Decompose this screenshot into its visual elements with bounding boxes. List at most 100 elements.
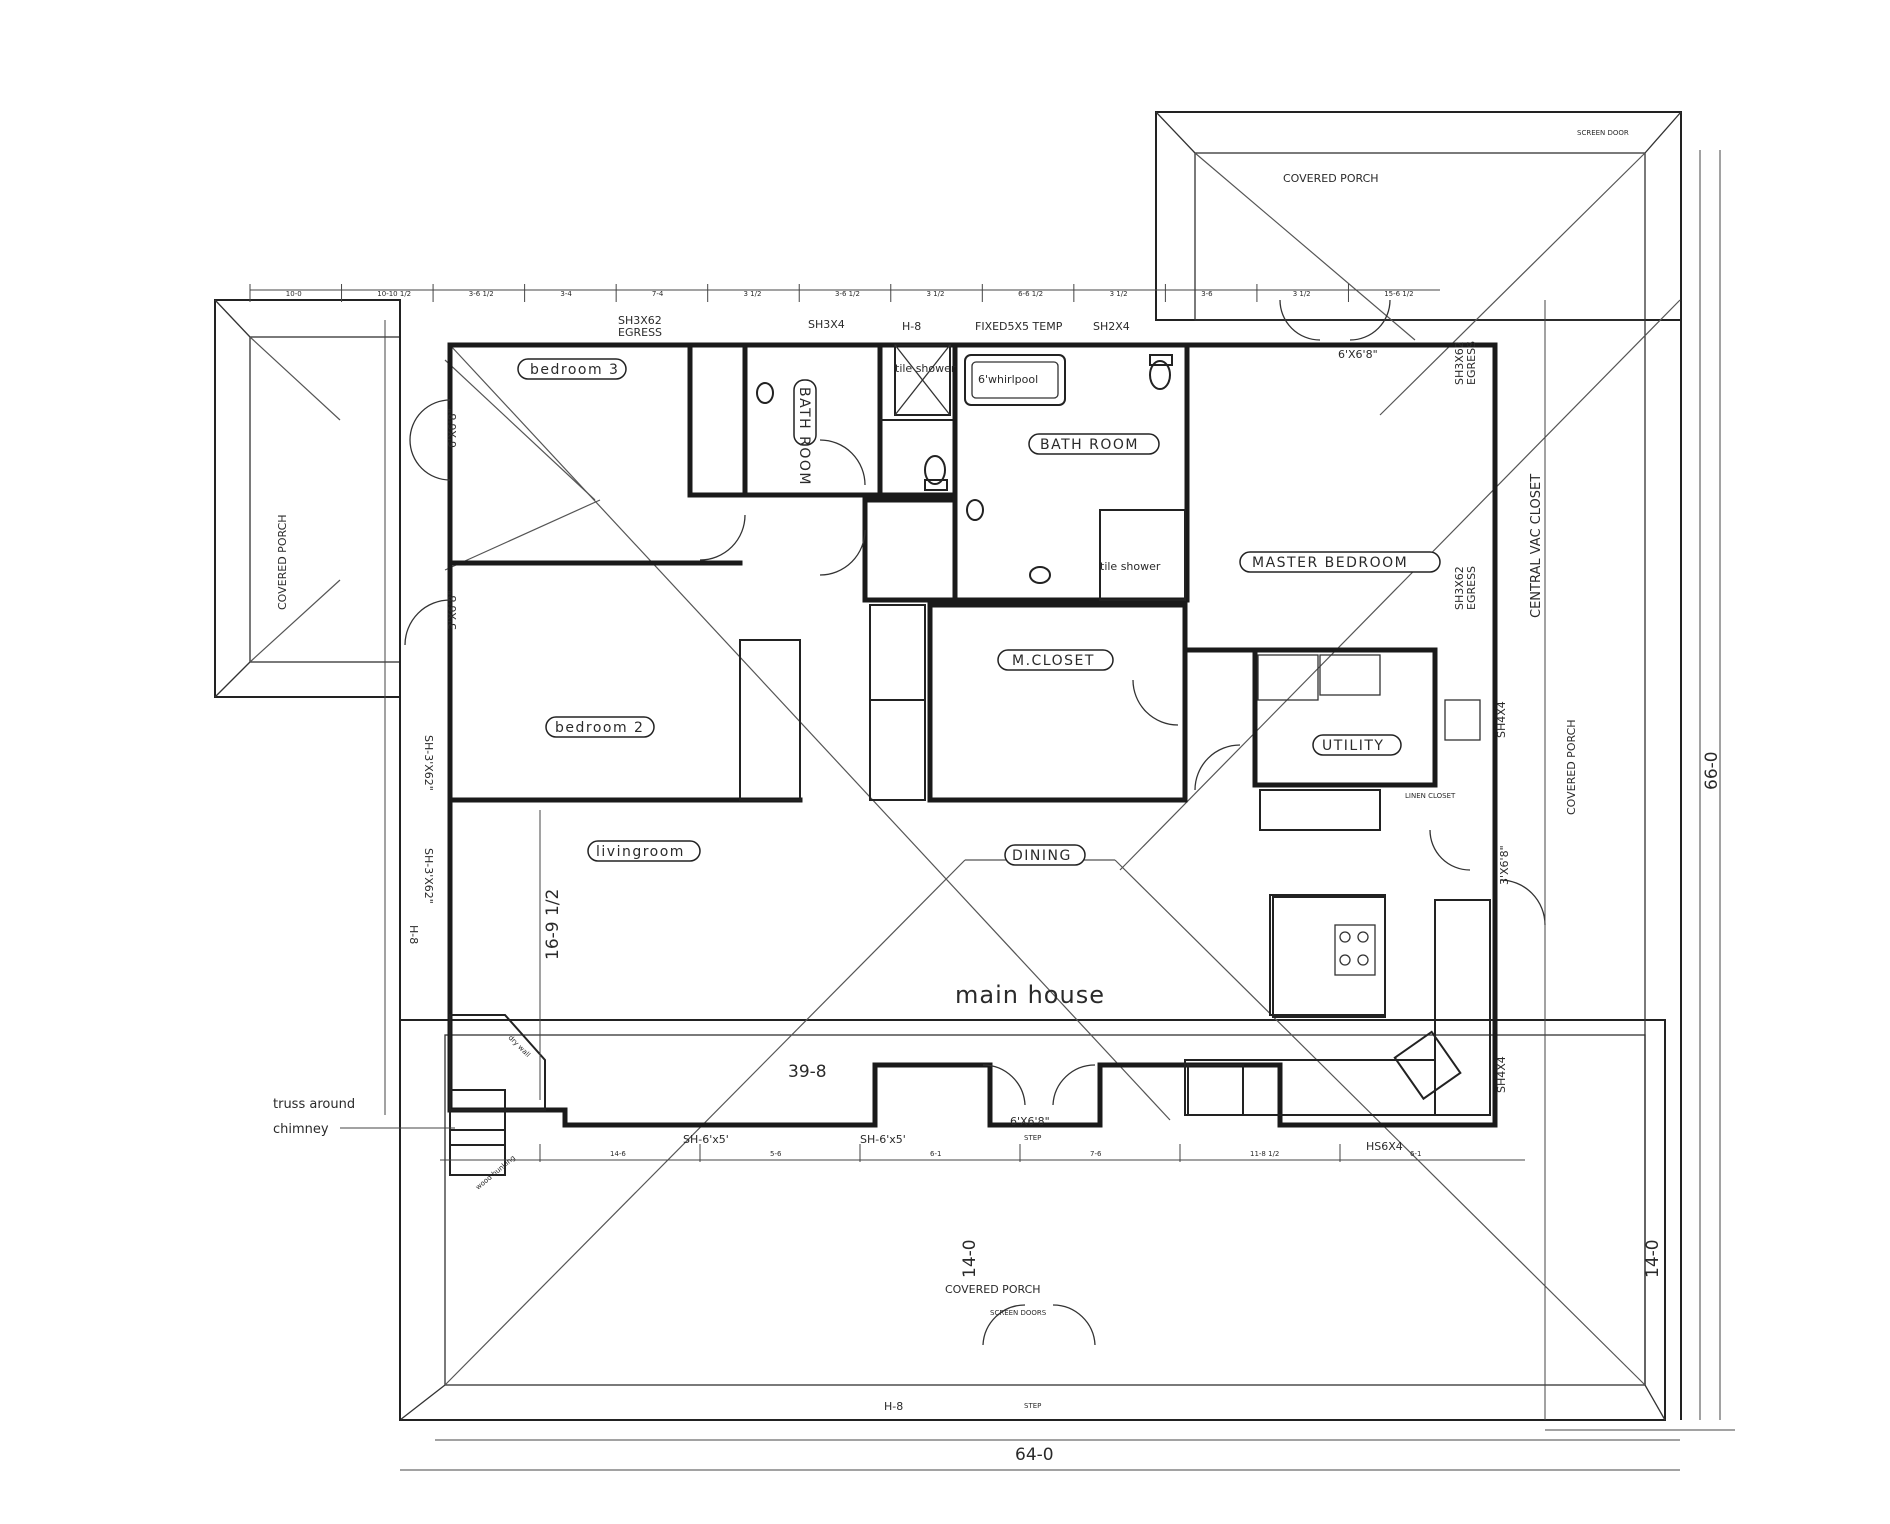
- window-labels: SH3X62 EGRESS SH3X4 H-8 FIXED5X5 TEMP SH…: [407, 314, 1508, 1413]
- dim-top-segment-12: 15-6 1/2: [1384, 290, 1413, 298]
- dry-wall-label: dry wall: [507, 1034, 532, 1059]
- truss-note: truss around chimney: [273, 1097, 455, 1137]
- shower-stall: [894, 344, 951, 416]
- sink-small: [756, 382, 774, 404]
- wood-bunker-label: wood bunking: [474, 1154, 517, 1192]
- toilet-small: [924, 455, 946, 485]
- door-label-left-lower: 3'X6'8": [446, 590, 459, 630]
- label-bedroom-3: bedroom 3: [530, 362, 619, 378]
- dim-bottom-segment-1: 5-6: [770, 1150, 782, 1158]
- window-fixed5x5: FIXED5X5 TEMP: [975, 320, 1063, 333]
- dim-top-segment-9: 3 1/2: [1110, 290, 1128, 298]
- dim-overall-height: 66-0: [1702, 751, 1722, 790]
- toilet-master: [1149, 360, 1171, 390]
- whirlpool-label: 6'whirlpool: [978, 373, 1038, 386]
- label-bath-master: BATH ROOM: [1040, 437, 1139, 453]
- top-right-porch-roof: [1155, 111, 1682, 321]
- dim-porch-depth-right: 14-0: [1643, 1239, 1663, 1278]
- porch-top-right: COVERED PORCH: [1283, 172, 1379, 185]
- sink-master-1: [966, 499, 984, 521]
- label-livingroom: livingroom: [596, 844, 685, 860]
- door-label-right: 3'X6'8": [1498, 845, 1511, 885]
- window-h8-top: H-8: [902, 320, 921, 333]
- dim-bottom-segment-4: 11-8 1/2: [1250, 1150, 1279, 1158]
- window-sh3x62-right-1: SH3X62: [1453, 341, 1466, 385]
- porch-bottom: COVERED PORCH: [945, 1283, 1041, 1296]
- note-truss-line-1: truss around: [273, 1097, 355, 1112]
- fixture-notes: CENTRAL VAC CLOSET LINEN CLOSET wood bun…: [474, 474, 1544, 1192]
- screen-door-label-top: SCREEN DOOR: [1577, 129, 1629, 137]
- dim-top-segment-3: 3-4: [560, 290, 572, 298]
- left-porch-roof: [214, 299, 401, 698]
- dim-top-segment-7: 3 1/2: [927, 290, 945, 298]
- label-dining: DINING: [1012, 848, 1072, 864]
- screen-doors-label-bottom: SCREEN DOORS: [990, 1309, 1047, 1317]
- refrigerator: [1187, 1064, 1244, 1116]
- dimension-lines: [250, 150, 1735, 1471]
- window-sh3x62-top: SH3X62: [618, 314, 662, 327]
- whirlpool-tub: [964, 354, 1066, 406]
- door-labels: 6'X6'8" 6'X6'8" 3'X6'8" 3'X6'8" 6'X6'8" …: [446, 129, 1629, 1410]
- label-utility: UTILITY: [1322, 738, 1384, 754]
- label-m-closet: M.CLOSET: [1012, 653, 1095, 669]
- dimension-texts: 16-9 1/2 39-8 66-0 64-0 14-0 14-0 10-0 10…: [249, 284, 1722, 1465]
- dim-bottom-segment-3: 7-6: [1090, 1150, 1102, 1158]
- dim-top-segment-10: 3-6: [1201, 290, 1213, 298]
- dim-top-segment-11: 3 1/2: [1293, 290, 1311, 298]
- dim-porch-depth-left: 14-0: [960, 1239, 980, 1278]
- bottom-porch-roof: [399, 1019, 1666, 1421]
- linen-closet-label: LINEN CLOSET: [1405, 792, 1456, 800]
- dim-top-segment-8: 6-6 1/2: [1018, 290, 1043, 298]
- step-label-bottom-porch: STEP: [1024, 1402, 1041, 1410]
- dim-top-segment-4: 7-4: [652, 290, 664, 298]
- step-label-bottom: STEP: [1024, 1134, 1041, 1142]
- window-sh3x62-left-2: SH-3'X62": [422, 848, 435, 904]
- dim-living-height: 16-9 1/2: [543, 889, 563, 960]
- fixtures: 6'whirlpool tile shower tile shower: [756, 344, 1481, 1116]
- dim-top-segment-1: 10-10 1/2: [377, 290, 411, 298]
- window-h8-bottom: H-8: [884, 1400, 903, 1413]
- porch-left: COVERED PORCH: [276, 514, 289, 610]
- kitchen-island: [1269, 894, 1386, 1016]
- window-sh6x5-b: SH-6'x5': [860, 1133, 906, 1146]
- sink-master-2: [1029, 566, 1051, 584]
- tile-shower-upper-label: tile shower: [895, 362, 956, 375]
- interior-walls: [447, 342, 1491, 1176]
- window-sh4x4-right-1: SH4X4: [1495, 701, 1508, 738]
- window-hs6x4: HS6X4: [1366, 1140, 1403, 1153]
- note-truss-line-2: chimney: [273, 1122, 329, 1137]
- porch-labels: COVERED PORCH COVERED PORCH COVERED PORC…: [276, 172, 1578, 1296]
- dim-living-width: 39-8: [788, 1062, 827, 1082]
- dim-top-segment-0: 10-0: [286, 290, 302, 298]
- kitchen-sink: [1393, 1030, 1462, 1101]
- door-label-top-master: 6'X6'8": [1338, 348, 1378, 361]
- window-h8-left: H-8: [407, 925, 420, 944]
- doors: [404, 299, 1546, 1346]
- tile-shower-master-label: tile shower: [1100, 560, 1161, 573]
- label-main-house: main house: [955, 981, 1105, 1009]
- dim-top-segment-6: 3-6 1/2: [835, 290, 860, 298]
- window-egress-top: EGRESS: [618, 326, 662, 339]
- window-sh2x4-top: SH2X4: [1093, 320, 1130, 333]
- exterior-walls: [447, 342, 1498, 1128]
- label-master-bedroom: MASTER BEDROOM: [1252, 555, 1408, 571]
- window-sh6x5-a: SH-6'x5': [683, 1133, 729, 1146]
- window-egress-right-1: EGRESS: [1465, 341, 1478, 385]
- dim-bottom-segment-0: 14-6: [610, 1150, 626, 1158]
- dim-bottom-segment-5: 6-1: [1410, 1150, 1421, 1158]
- label-bedroom-2: bedroom 2: [555, 720, 644, 736]
- central-vac-closet-label: CENTRAL VAC CLOSET: [1529, 474, 1544, 618]
- porch-right: COVERED PORCH: [1565, 719, 1578, 815]
- window-sh4x4-right-2: SH4X4: [1495, 1056, 1508, 1093]
- door-label-bottom: 6'X6'8": [1010, 1115, 1050, 1128]
- dim-top-segment-5: 3 1/2: [744, 290, 762, 298]
- label-bath-small: BATH ROOM: [796, 387, 812, 486]
- window-sh3x62-right-2: SH3X62: [1453, 566, 1466, 610]
- door-label-left-upper: 6'X6'8": [446, 408, 459, 448]
- dim-bottom-segment-2: 6-1: [930, 1150, 941, 1158]
- window-egress-right-2: EGRESS: [1465, 566, 1478, 610]
- dim-overall-width: 64-0: [1015, 1445, 1054, 1465]
- window-sh3x62-left-1: SH-3'X62": [422, 735, 435, 791]
- window-sh3x4-top: SH3X4: [808, 318, 845, 331]
